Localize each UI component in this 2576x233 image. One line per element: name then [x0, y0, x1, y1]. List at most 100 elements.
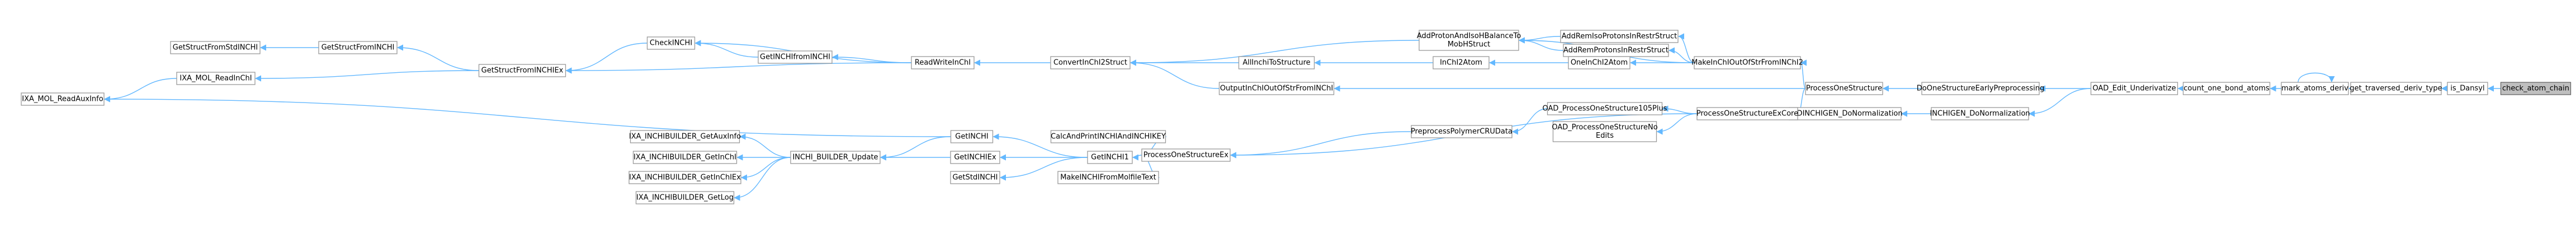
node-getstructfrominchiex[interactable]: GetStructFromINCHIEx: [478, 64, 566, 77]
node-label: ReadWriteInChI: [915, 59, 971, 67]
node-ixa-inchibuilder-getinchi[interactable]: IXA_INCHIBUILDER_GetInChI: [632, 151, 738, 164]
edge: [565, 62, 912, 74]
node-label: OAD_ProcessOneStructureNo: [1552, 123, 1657, 132]
node-box: [318, 41, 398, 54]
node-label: DoOneStructureEarlyPreprocessing: [1917, 85, 2044, 93]
node-ixa-mol-readinchi[interactable]: IXA_MOL_ReadInChI: [176, 72, 256, 85]
node-count-one-bond-atoms[interactable]: count_one_bond_atoms: [2182, 82, 2271, 95]
node-label: GetStdINCHI: [952, 174, 998, 182]
node-outputinchioutofstrfrominchi[interactable]: OutputInChIOutOfStrFromINChI: [1218, 82, 1335, 95]
edge: [1656, 113, 1698, 135]
node-addremisoprotonsinrestrstruct[interactable]: AddRemIsoProtonsInRestrStruct: [1560, 30, 1679, 43]
node-getstdinchi[interactable]: GetStdINCHI: [950, 171, 1000, 184]
edge-inchi-builder-update-to-getinchi: [880, 136, 951, 161]
node-inchigen-donormalization[interactable]: INCHIGEN_DoNormalization: [1930, 107, 2030, 120]
node-label: AddProtonAndIsoHBalanceTo: [1417, 32, 1521, 40]
node-box: [2500, 82, 2572, 95]
node-get-traversed-deriv-type[interactable]: get_traversed_deriv_type: [2350, 82, 2442, 95]
node-label: MakeINCHIFromMolfileText: [1060, 174, 1156, 182]
node-box: [170, 41, 261, 54]
node-addremprotonsinrestrstruct[interactable]: AddRemProtonsInRestrStruct: [1563, 44, 1669, 57]
node-box: [646, 36, 696, 50]
node-box: [1547, 102, 1663, 115]
node-getinchiex[interactable]: GetINCHIEx: [950, 151, 1000, 164]
node-layer: check_atom_chain is_Dansyl get_traversed_d…: [21, 30, 2572, 204]
node-makeinchifrommolfiletext[interactable]: MakeINCHIFromMolfileText: [1057, 171, 1159, 184]
node-box: [2182, 82, 2271, 95]
edge: [1129, 40, 1420, 66]
node-mark-atoms-deriv[interactable]: mark_atoms_deriv: [2281, 82, 2349, 95]
node-oneinchi2atom[interactable]: OneInChI2Atom: [1568, 56, 1630, 69]
edge: [2298, 72, 2335, 83]
node-label: is_Dansyl: [2450, 85, 2484, 93]
edge: [254, 70, 479, 82]
node-is-dansyl[interactable]: is_Dansyl: [2447, 82, 2488, 95]
node-label: IXA_MOL_ReadAuxInfo: [22, 95, 103, 104]
node-inchi2atom[interactable]: InChI2Atom: [1433, 56, 1490, 69]
node-getstructfromstdinchi[interactable]: GetStructFromStdINCHI: [170, 41, 261, 54]
edge: [1662, 105, 1698, 114]
edge-getinchi1-to-processonestructureex: [1132, 154, 1142, 161]
node-processonestructureex[interactable]: ProcessOneStructureEx: [1141, 148, 1231, 162]
node-box: [950, 151, 1000, 164]
node-doonestructureearlypreprocessing[interactable]: DoOneStructureEarlyPreprocessing: [1917, 82, 2044, 95]
node-label: IXA_INCHIBUILDER_GetAuxInfo: [629, 133, 741, 141]
node-processonestructureexcore[interactable]: ProcessOneStructureExCore: [1696, 107, 1798, 120]
edge-ixa-inchibuilder-getinchiex-to-inchi-builder-update: [740, 157, 791, 181]
node-getinchi1[interactable]: GetINCHI1: [1087, 151, 1133, 164]
node-ixa-inchibuilder-getauxinfo[interactable]: IXA_INCHIBUILDER_GetAuxInfo: [629, 130, 741, 143]
node-getstructfrominchi[interactable]: GetStructFromINCHI: [318, 41, 398, 54]
node-box: [478, 64, 566, 77]
edge-oad-processonestructurenoedits-to-processonestructureexcore: [1656, 113, 1698, 135]
node-box: [2447, 82, 2488, 95]
node-box: [950, 130, 994, 143]
node-label: MakeInChIOutOfStrFromINChI2: [1691, 59, 1803, 67]
node-calcandprintinchiandinchikey[interactable]: CalcAndPrintINCHIAndINCHIKEY: [1050, 130, 1166, 143]
node-preprocesspolymercrudata[interactable]: PreprocessPolymerCRUData: [1411, 125, 1512, 138]
edge: [992, 133, 1088, 158]
node-oad-edit-underivatize[interactable]: OAD_Edit_Underivatize: [2090, 82, 2178, 95]
node-inchi-builder-update[interactable]: INCHI_BUILDER_Update: [790, 151, 881, 164]
node-readwriteinchi[interactable]: ReadWriteInChI: [911, 56, 975, 69]
node-label: ProcessOneStructure: [1806, 85, 1882, 93]
node-label: IXA_INCHIBUILDER_GetLog: [636, 194, 734, 202]
node-getinchifrominchi[interactable]: GetINCHIfromINCHI: [758, 50, 833, 64]
node-ixa-mol-readauxinfo[interactable]: IXA_MOL_ReadAuxInfo: [21, 92, 105, 106]
node-ixa-inchibuilder-getlog[interactable]: IXA_INCHIBUILDER_GetLog: [635, 191, 735, 204]
node-box: [176, 72, 256, 85]
edge: [880, 136, 951, 161]
edge-getstructfrominchiex-to-readwriteinchi: [565, 62, 912, 74]
node-label: GetINCHI: [955, 133, 988, 141]
node-label: GetINCHI1: [1091, 153, 1129, 162]
edge-inchigen-donormalization-to-oad-edit-underivatize: [2028, 88, 2091, 117]
node-label: OAD_ProcessOneStructure105Plus: [1543, 105, 1667, 113]
node-label: PreprocessPolymerCRUData: [1411, 128, 1512, 136]
node-processonestructure[interactable]: ProcessOneStructure: [1805, 82, 1883, 95]
node-box: [1921, 82, 2040, 95]
node-box: [1694, 56, 1801, 69]
edge-ixa-mol-readauxinfo-to-getinchi: [103, 96, 951, 137]
node-box: [1141, 148, 1231, 162]
node-oad-processonestructure105plus[interactable]: OAD_ProcessOneStructure105Plus: [1543, 102, 1667, 115]
edge-layer: [103, 33, 2501, 201]
node-ixa-inchibuilder-getinchiex[interactable]: IXA_INCHIBUILDER_GetInChIEx: [628, 171, 741, 184]
edge-ixa-mol-readauxinfo-to-ixa-mol-readinchi: [103, 78, 177, 102]
node-getinchi[interactable]: GetINCHI: [950, 130, 994, 143]
edge-ixa-mol-readinchi-to-getstructfrominchiex: [254, 70, 479, 82]
edge: [1129, 59, 1220, 89]
edge-convertinchi2struct-to-addprotonandisohbalancetomobhstruct: [1129, 40, 1420, 66]
edge-addprotonandisohbalancetomobhstruct-to-addremprotonsinrestrstruct: [1518, 37, 1564, 51]
edge-getstructfrominchiex-to-checkinchi: [565, 43, 647, 74]
node-label: ProcessOneStructureEx: [1143, 151, 1228, 160]
node-check-atom-chain[interactable]: check_atom_chain: [2500, 82, 2572, 95]
node-allinchitostructure[interactable]: AllInchiToStructure: [1238, 56, 1315, 69]
node-stdinchigen-donormalization[interactable]: STDINCHIGEN_DoNormalization: [1788, 107, 1903, 120]
node-makeinchioutofstrfrominchi2[interactable]: MakeInChIOutOfStrFromINChI2: [1691, 56, 1803, 69]
edge-processonestructureex-to-preprocesspolymercrudata: [1230, 131, 1412, 159]
node-convertinchi2struct[interactable]: ConvertInChI2Struct: [1050, 56, 1131, 69]
node-box: [1560, 30, 1679, 43]
node-checkinchi[interactable]: CheckINCHI: [646, 36, 696, 50]
